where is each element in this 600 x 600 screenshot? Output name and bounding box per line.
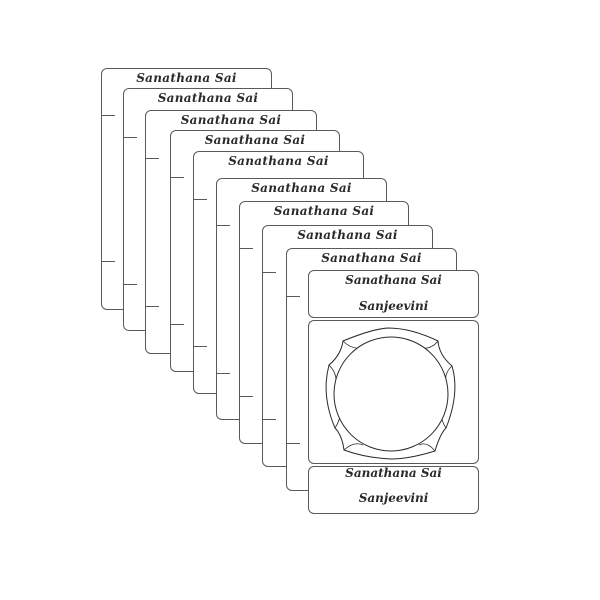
front-card-footer: Sanathana Sai Sanjeevini <box>308 466 479 514</box>
card-title: Sanathana Sai <box>297 228 398 242</box>
card-title: Sanathana Sai <box>321 251 422 265</box>
card-title: Sanathana Sai <box>251 181 352 195</box>
card-title: Sanathana Sai <box>180 113 282 127</box>
front-card: Sanathana Sai Sanjeevini Sanathana Sa <box>308 270 479 514</box>
card-title: Sanathana Sai <box>136 71 237 85</box>
front-card-footer-title: Sanathana Sai <box>345 466 442 480</box>
card-title: Sanathana Sai <box>273 204 375 218</box>
lotus-circle-icon <box>325 327 456 460</box>
front-card-footer-subtitle: Sanjeevini <box>358 491 429 505</box>
front-card-emblem-panel <box>308 320 479 464</box>
card-title: Sanathana Sai <box>157 91 259 105</box>
front-card-title: Sanathana Sai <box>345 273 442 287</box>
card-title: Sanathana Sai <box>228 154 329 168</box>
front-card-header: Sanathana Sai Sanjeevini <box>308 270 479 318</box>
front-card-subtitle: Sanjeevini <box>358 299 429 313</box>
card-title: Sanathana Sai <box>204 133 306 147</box>
